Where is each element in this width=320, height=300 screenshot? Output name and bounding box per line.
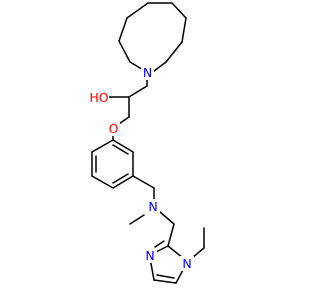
hydroxyl-label: HO <box>89 90 108 105</box>
bond <box>155 245 169 253</box>
azepane-nitrogen-label: N <box>143 65 152 80</box>
bond <box>118 17 128 42</box>
molecule-diagram: N HO O N N N <box>89 2 205 284</box>
bond <box>165 41 183 63</box>
azepane-nitrogen-atom: N <box>141 65 154 80</box>
bond <box>132 175 155 189</box>
ether-oxygen-atom: O <box>107 121 120 136</box>
imidazole-ring-nitrogen-atom: N <box>143 248 157 263</box>
bond <box>112 139 134 153</box>
bond <box>126 2 149 19</box>
bonds <box>91 2 205 284</box>
bond <box>118 40 131 63</box>
bond <box>156 274 175 279</box>
hydroxyl-atom: HO <box>89 90 109 105</box>
atom-labels: N HO O N N N <box>89 65 194 271</box>
bond <box>91 139 114 153</box>
bond <box>159 211 175 225</box>
imidazole-ring-nitrogen-label: N <box>145 248 154 263</box>
bond <box>129 214 145 225</box>
bond <box>112 144 129 155</box>
bond <box>153 279 177 284</box>
bond <box>175 269 184 284</box>
imidazole-ethyl-nitrogen-atom: N <box>180 256 194 271</box>
ether-oxygen-label: O <box>109 121 119 136</box>
bond <box>167 223 175 247</box>
amine-nitrogen-atom: N <box>146 199 160 214</box>
bond <box>154 240 165 248</box>
bond <box>181 17 187 43</box>
bond <box>112 173 129 184</box>
amine-nitrogen-label: N <box>148 199 157 214</box>
bond <box>91 175 114 189</box>
structure-svg: N HO O N N N <box>89 2 205 284</box>
bond <box>128 85 148 98</box>
bond <box>171 2 187 19</box>
imidazole-ethyl-nitrogen-label: N <box>182 256 191 271</box>
bond <box>112 175 134 189</box>
